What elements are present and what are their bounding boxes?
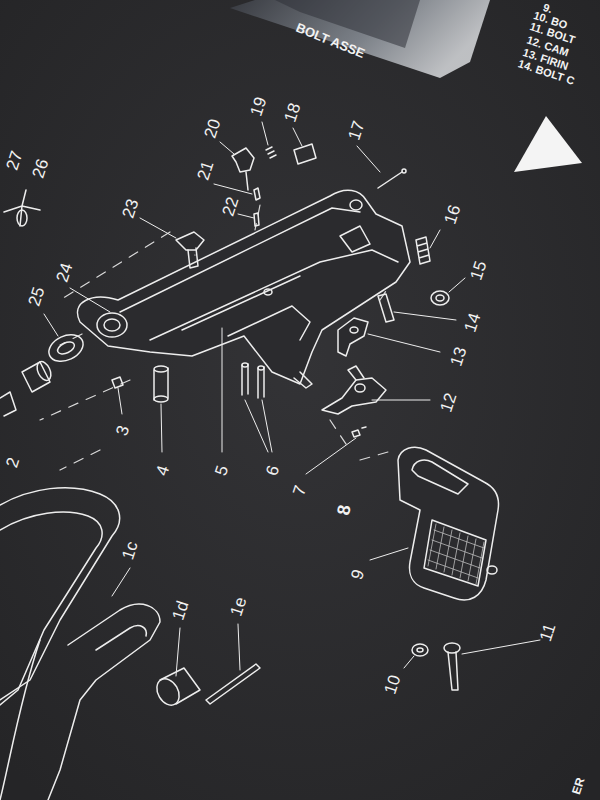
- callout-number: 1c: [119, 539, 141, 561]
- callout-number: 17: [345, 118, 367, 141]
- callout-number: 9: [348, 567, 367, 581]
- callout-number: 10: [381, 672, 403, 695]
- callout-number: 26: [29, 156, 51, 179]
- callout-number: 1e: [227, 594, 249, 617]
- callout-number: 21: [194, 158, 216, 181]
- callout-number: 25: [25, 284, 47, 307]
- callout-number: 15: [467, 258, 489, 281]
- callout-number: 11: [537, 621, 559, 643]
- callout-number: 27: [3, 148, 25, 171]
- callout-number: 12: [437, 390, 459, 413]
- parts-drawing: [0, 122, 540, 800]
- callout-number: 19: [247, 94, 269, 117]
- direction-arrow: [514, 116, 582, 172]
- callout-number: 7: [290, 483, 309, 497]
- callout-number: 5: [212, 463, 231, 477]
- edge-text: ER: [570, 776, 587, 796]
- callout-number: 4: [153, 463, 172, 477]
- callout-number: 18: [281, 100, 303, 123]
- callout-number: 22: [219, 194, 241, 217]
- callout-number: 13: [447, 344, 469, 367]
- callout-number: 6: [263, 463, 282, 477]
- callout-number: 8: [334, 504, 353, 517]
- callout-number: 14: [461, 310, 483, 333]
- callout-number: 16: [441, 202, 463, 225]
- callout-number: 20: [201, 116, 223, 139]
- callout-number: 24: [53, 260, 75, 283]
- callout-number: 2: [3, 455, 22, 469]
- callout-number: 1d: [169, 598, 191, 621]
- banner-text: BOLT ASSE: [294, 20, 367, 59]
- banner-band: [230, 0, 490, 78]
- callout-number: 23: [119, 196, 141, 219]
- callout-number: 3: [113, 423, 132, 437]
